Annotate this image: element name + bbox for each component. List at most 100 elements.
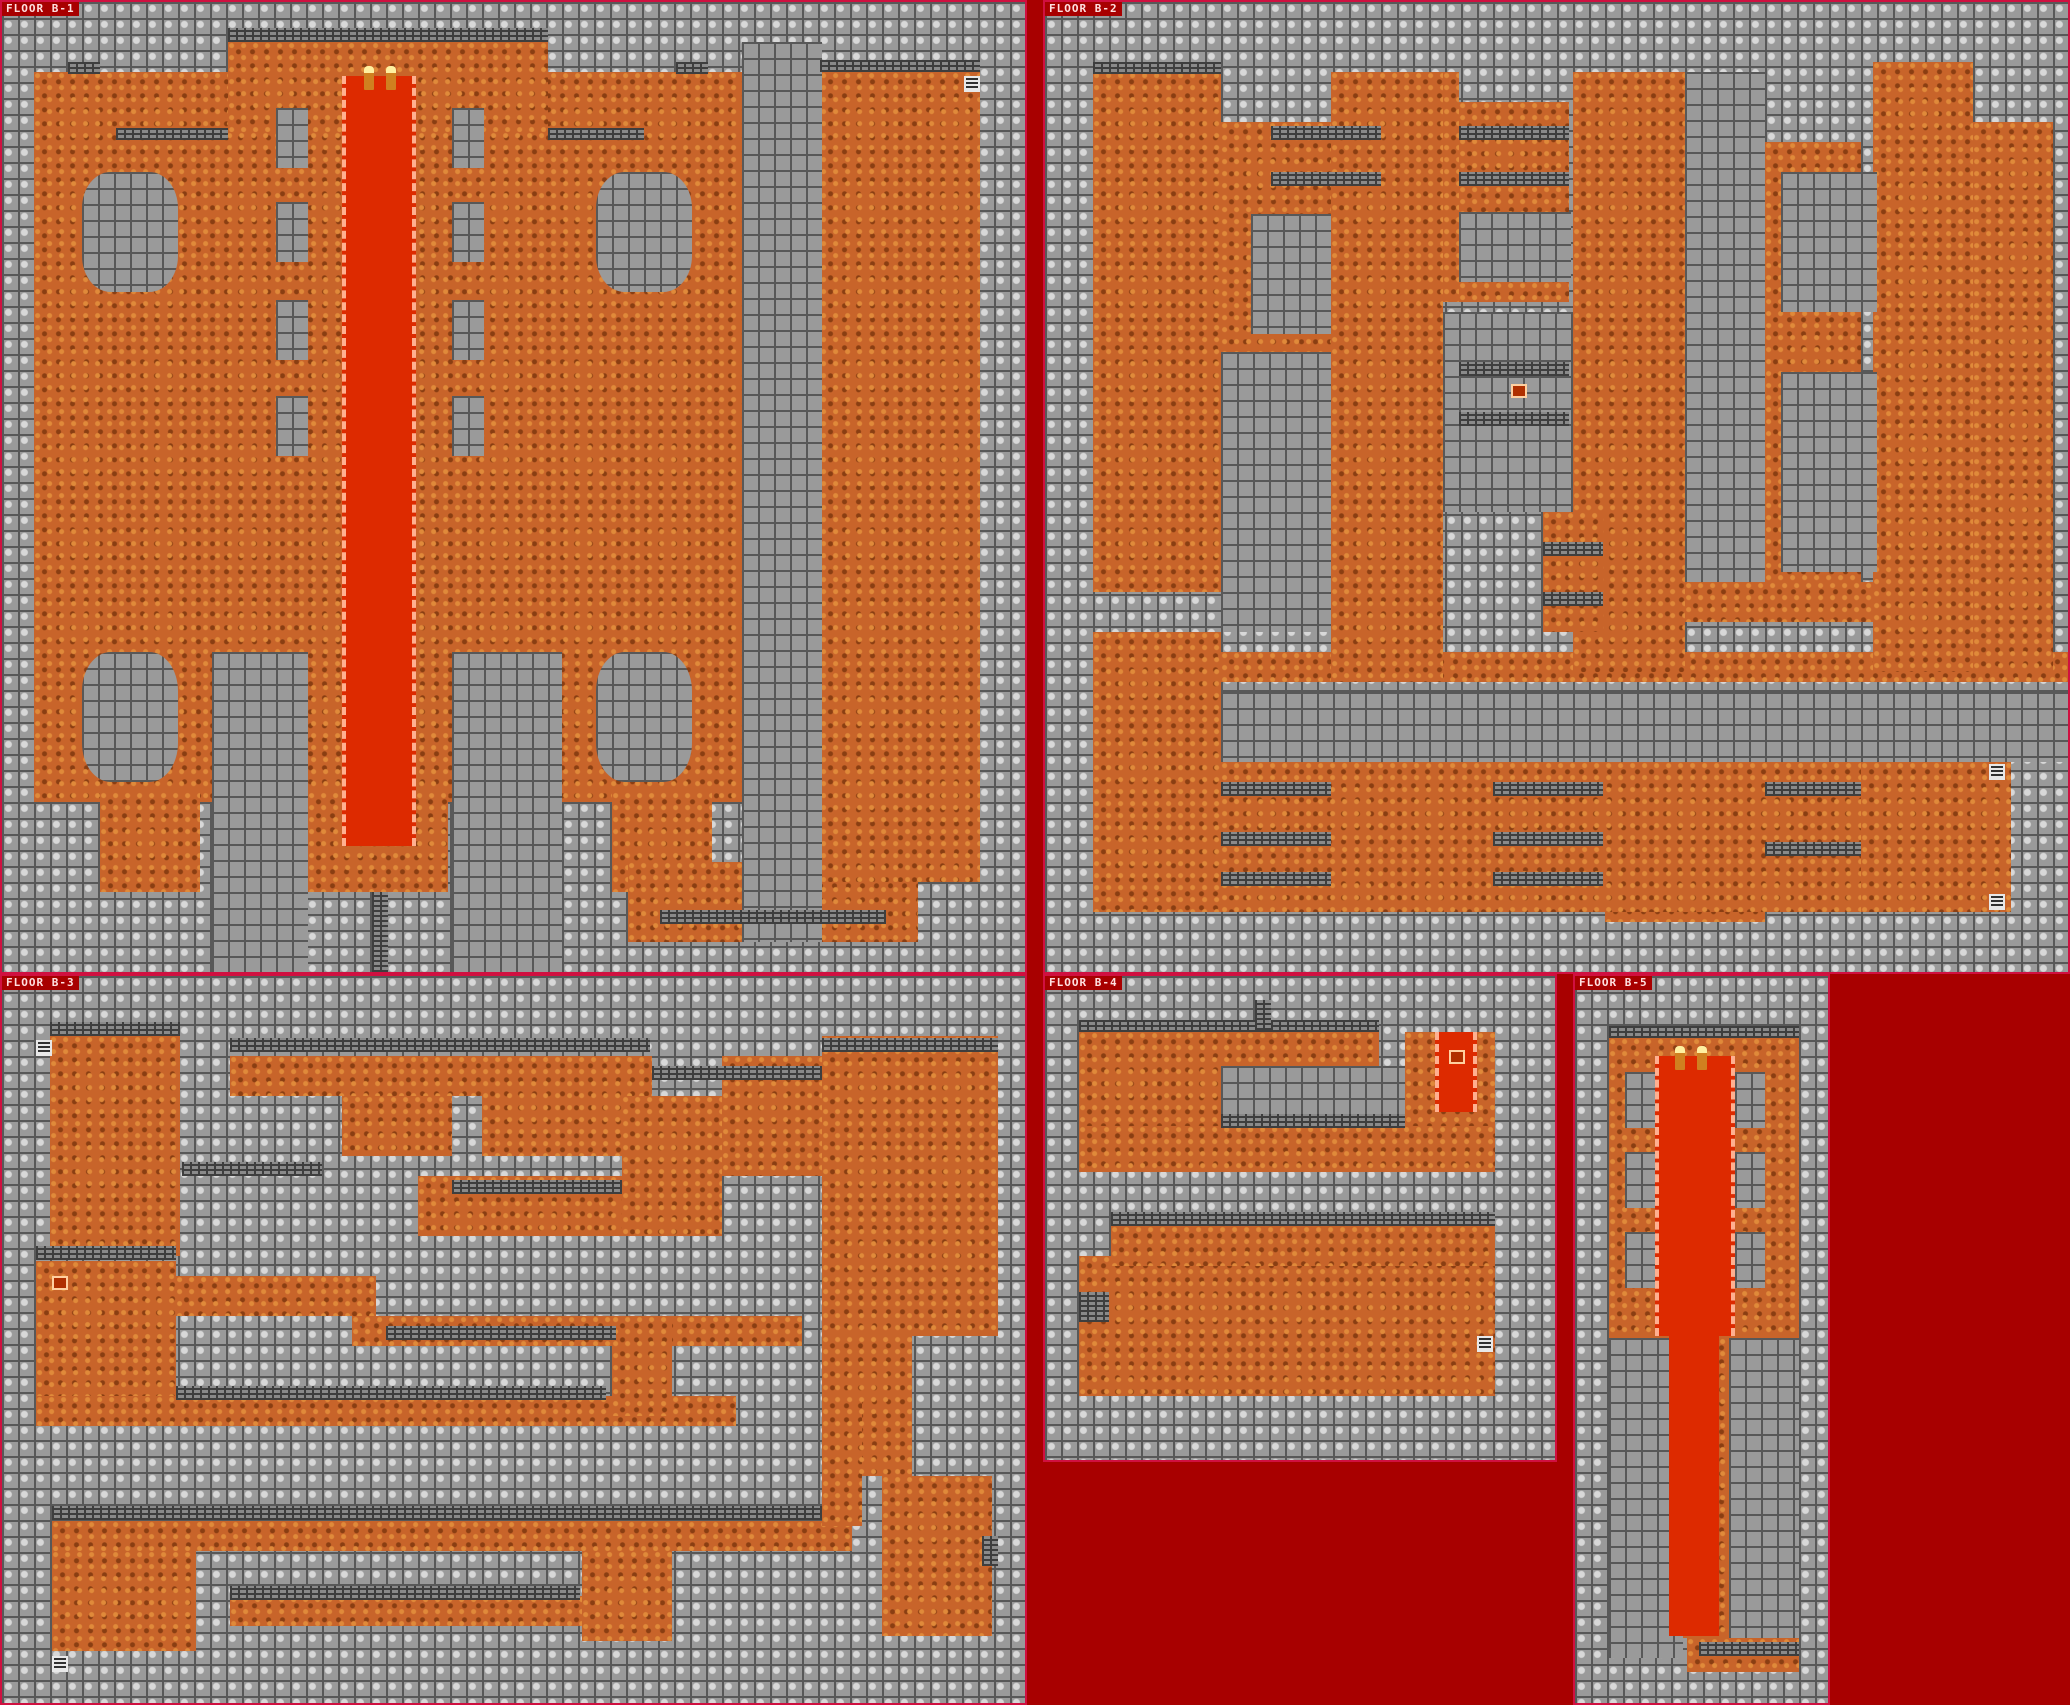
wall-face (1111, 1212, 1495, 1226)
royal-carpet (1435, 1032, 1477, 1112)
wall-face (1493, 832, 1603, 846)
wall-face (676, 62, 708, 74)
floor-b1-label: FLOOR B-1 (2, 2, 79, 16)
floor-b2-label: FLOOR B-2 (1045, 2, 1122, 16)
wall-block (1221, 352, 1331, 632)
staircase-icon[interactable] (1989, 894, 2005, 910)
staircase-icon[interactable] (1477, 1336, 1493, 1352)
wall-block (1251, 214, 1331, 334)
wall-face (1699, 1642, 1799, 1656)
wall-block (1781, 172, 1877, 312)
wall-face (1221, 1114, 1405, 1128)
wall-face (230, 1038, 650, 1052)
wall-face (1093, 62, 1221, 74)
floor-area (622, 1096, 722, 1236)
staircase-icon[interactable] (1989, 764, 2005, 780)
pillar (276, 300, 308, 360)
treasure-chest-icon[interactable] (1511, 384, 1527, 398)
wall-block (742, 42, 822, 942)
wall-face (372, 892, 388, 972)
wall-face (1765, 842, 1861, 856)
floor-area (882, 1476, 992, 1636)
wall-face (68, 62, 100, 74)
wall-face (176, 1386, 606, 1400)
wall-face (1543, 592, 1603, 606)
floor-area (582, 1551, 672, 1641)
pillar (452, 202, 484, 262)
wall-face (1543, 542, 1603, 556)
wall-face (1255, 1000, 1271, 1030)
wall-face (52, 1506, 822, 1520)
pillar (276, 396, 308, 456)
floor-area (100, 792, 200, 892)
floor-area (822, 1396, 862, 1526)
wall-face (1493, 872, 1603, 886)
wall-face (660, 910, 886, 924)
wall-face (982, 1536, 998, 1566)
wall-face (1765, 782, 1861, 796)
wall-face (116, 128, 228, 140)
staircase-icon[interactable] (964, 76, 980, 92)
wall-block (1729, 1338, 1799, 1638)
wall-block (212, 652, 308, 972)
treasure-chest-icon[interactable] (1449, 1050, 1465, 1064)
torch-icon (1675, 1046, 1685, 1070)
floor-b1-map: FLOOR B-1 (0, 0, 1027, 974)
floor-area (52, 1521, 852, 1551)
floor-area (1093, 632, 1221, 912)
wall-face (1221, 782, 1331, 796)
royal-carpet (1655, 1056, 1735, 1336)
floor-area (1873, 62, 1973, 672)
stone-block (82, 652, 178, 782)
wall-face (1271, 126, 1381, 140)
floor-area (176, 1276, 376, 1316)
wall-block (452, 652, 562, 972)
wall-face (1459, 126, 1569, 140)
pillar (276, 202, 308, 262)
floor-area (1093, 72, 1221, 592)
wall-face (1221, 832, 1331, 846)
floor-area (820, 72, 980, 882)
wall-face (1079, 1020, 1379, 1032)
lava-corridor (1669, 1336, 1719, 1636)
floor-b3-map: FLOOR B-3 (0, 974, 1027, 1705)
pillar (452, 300, 484, 360)
floor-area (1973, 122, 2053, 672)
wall-face (182, 1162, 322, 1176)
floor-b2-map: FLOOR B-2 (1043, 0, 2070, 974)
floor-area (1331, 72, 1443, 682)
wall-face (548, 128, 644, 140)
pillar (1625, 1232, 1655, 1288)
wall-block (1781, 372, 1877, 572)
stone-block (596, 652, 692, 782)
wall-face (1459, 362, 1569, 376)
wall-face (452, 1180, 622, 1194)
floor-area (50, 1036, 180, 1256)
wall-block (1685, 72, 1765, 582)
pillar (1735, 1232, 1765, 1288)
wall-face (36, 1246, 176, 1260)
pillar (276, 108, 308, 168)
treasure-chest-icon[interactable] (52, 1276, 68, 1290)
pillar (1735, 1152, 1765, 1208)
pillar (1625, 1072, 1655, 1128)
floor-area (1079, 1256, 1495, 1396)
torch-icon (1697, 1046, 1707, 1070)
wall-face (1493, 782, 1603, 796)
floor-area (1543, 512, 1603, 632)
wall-face (1221, 872, 1331, 886)
wall-face (1609, 1026, 1799, 1038)
pillar (452, 396, 484, 456)
floor-b4-label: FLOOR B-4 (1045, 976, 1122, 990)
torch-icon (364, 66, 374, 90)
floor-b4-map: FLOOR B-4 (1043, 974, 1557, 1462)
staircase-icon[interactable] (52, 1656, 68, 1672)
wall-face (228, 28, 548, 42)
stone-block (82, 172, 178, 292)
wall-face (50, 1022, 180, 1036)
torch-icon (386, 66, 396, 90)
floor-area (822, 1036, 998, 1336)
floor-area (342, 1096, 452, 1156)
wall-face (1271, 172, 1381, 186)
staircase-icon[interactable] (36, 1040, 52, 1056)
